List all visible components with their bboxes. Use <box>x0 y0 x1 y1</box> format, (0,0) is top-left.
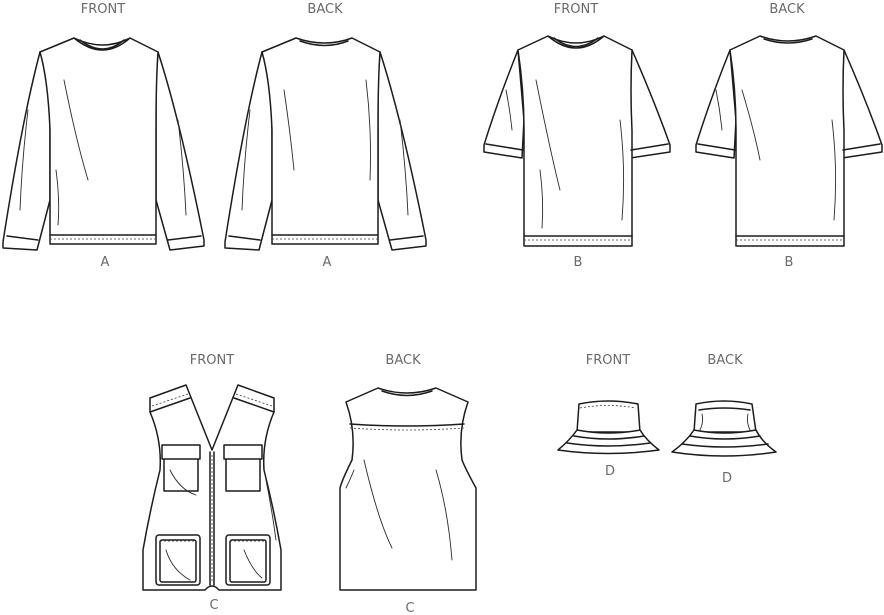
view-d-back: BACK <box>671 353 777 457</box>
b-back-body <box>729 35 845 247</box>
b-back-right-sleeve <box>839 49 883 159</box>
view-a-front-letter: A <box>101 255 110 270</box>
c-front-left-chest-flap <box>161 444 201 460</box>
view-c-front-letter: C <box>209 598 218 613</box>
view-b-back-heading: BACK <box>769 2 805 17</box>
c-front-left-yoke-seam <box>149 397 191 413</box>
view-c-back: BACK <box>339 353 477 591</box>
b-back-left-sleeve <box>695 49 737 159</box>
view-c-front-heading: FRONT <box>190 353 234 368</box>
view-c-back-letter: C <box>405 601 414 615</box>
a-front-body <box>39 37 159 245</box>
view-b-front-letter: B <box>574 255 583 270</box>
view-d-front-heading: FRONT <box>586 353 630 368</box>
view-d-back-heading: BACK <box>707 353 743 368</box>
d-front-brim <box>557 429 660 455</box>
d-back-brim <box>671 429 777 457</box>
view-b-front: FRONT <box>483 2 671 247</box>
a-back-left-sleeve <box>224 51 273 251</box>
c-front-right-chest-flap <box>223 444 263 460</box>
a-front-left-sleeve <box>2 51 51 251</box>
view-a-front-heading: FRONT <box>81 2 125 17</box>
view-a-back-heading: BACK <box>307 2 343 17</box>
view-c-front: FRONT <box>142 353 282 591</box>
view-a-back-letter: A <box>323 255 332 270</box>
a-back-body <box>261 37 381 245</box>
d-back-crown <box>693 400 757 433</box>
b-front-left-sleeve <box>483 49 525 159</box>
view-b-front-heading: FRONT <box>554 2 598 17</box>
view-d-back-letter: D <box>722 471 732 486</box>
c-back-yoke-seam <box>349 423 465 427</box>
view-a-front: FRONT <box>2 2 205 251</box>
c-front-right-yoke-seam <box>233 397 275 413</box>
view-c-back-heading: BACK <box>385 353 421 368</box>
view-d-front: FRONT <box>557 353 660 455</box>
a-front-neckband <box>73 37 131 51</box>
c-front-left-lower-pocket <box>155 534 201 586</box>
view-d-front-letter: D <box>605 464 615 479</box>
view-b-back-letter: B <box>785 255 794 270</box>
view-a-back: BACK <box>224 2 427 251</box>
a-front-right-sleeve <box>155 51 205 251</box>
b-front-right-sleeve <box>627 49 671 159</box>
c-back-vest-body <box>339 387 477 591</box>
d-front-crown <box>576 400 641 433</box>
b-front-body <box>517 35 633 247</box>
a-back-right-sleeve <box>377 51 427 251</box>
view-b-back: BACK <box>695 2 883 247</box>
